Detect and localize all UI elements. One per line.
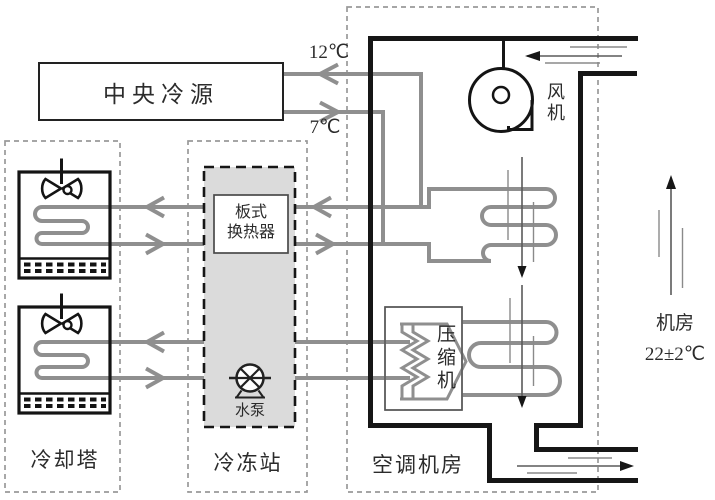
flow-arrow-left-12c xyxy=(315,62,339,86)
pump-base xyxy=(235,389,265,399)
compressor-pennant xyxy=(400,322,468,401)
fan-icon xyxy=(468,67,534,133)
compressor-box-border xyxy=(384,306,463,411)
pump-label: 水泵 xyxy=(234,403,265,419)
zone-chiller-station-label: 冷冻站 xyxy=(213,451,283,475)
coil1-downflow-arrowhead xyxy=(517,266,527,278)
room-air-rise-arrowhead xyxy=(666,175,676,189)
compressor-zigzag-right xyxy=(410,324,431,399)
tower2-fan-hub xyxy=(62,319,73,331)
ahu-ducts xyxy=(368,36,638,483)
fan-label: 风机 xyxy=(545,82,565,124)
zone-ahu-room-label: 空调机房 xyxy=(372,453,464,477)
flow-arrow-to-tower2 xyxy=(142,330,165,354)
tower1-fan-blade-right xyxy=(60,177,83,200)
zone-boundaries xyxy=(4,6,599,493)
flow-arrow-from-tower2 xyxy=(145,366,168,390)
condenser-circuit-2 xyxy=(33,340,410,380)
cooling-coil-2 xyxy=(462,320,562,397)
air-inlet-hatch xyxy=(545,46,627,64)
heat-exchanger-label: 板式 换热器 xyxy=(214,203,288,242)
fan-hub xyxy=(491,85,511,105)
return-temp-label: 12℃ xyxy=(308,42,350,63)
airflow-arrows xyxy=(507,46,684,474)
coil1-downflow-hatch xyxy=(507,170,535,262)
heat-exchanger-label-line1: 板式 xyxy=(234,204,267,221)
water-pipes xyxy=(33,62,562,397)
air-outlet-hatch xyxy=(527,457,612,474)
tower2-fan-blade-right xyxy=(60,312,83,335)
zone-ahu-room-boundary xyxy=(346,6,599,493)
fan-outlet-foot xyxy=(507,100,534,131)
tower2-fan-blade-left xyxy=(40,312,64,335)
flow-arrow-from-tower1 xyxy=(145,232,168,256)
compressor-symbol xyxy=(384,306,468,411)
room-condition-line1: 机房 xyxy=(655,313,694,334)
plate-heat-exchanger-box xyxy=(213,194,289,254)
cooling-tower-1 xyxy=(17,170,112,280)
room-condition-line2: 22±2℃ xyxy=(644,344,706,365)
flow-arrow-into-hx xyxy=(309,195,332,219)
zone-cooling-tower-label: 冷却塔 xyxy=(30,448,100,472)
duct-inner-wall xyxy=(534,71,638,452)
zone-cooling-tower-boundary xyxy=(4,140,121,493)
room-air-rise-hatch xyxy=(658,210,684,288)
air-inlet-arrowhead xyxy=(525,51,540,61)
flow-arrow-from-hx xyxy=(315,232,338,256)
central-source-box xyxy=(38,62,284,121)
compressor-zigzag-left xyxy=(399,324,420,399)
tower1-fan-hub xyxy=(62,184,73,196)
pump-impeller xyxy=(237,368,263,388)
coil2-downflow-hatch xyxy=(509,298,535,386)
tower1-grille xyxy=(24,262,106,273)
flow-arrow-to-tower1 xyxy=(142,195,165,219)
tower1-fan-blade-left xyxy=(40,177,64,200)
duct-outer-wall xyxy=(368,36,638,483)
air-outlet-arrowhead xyxy=(620,461,634,471)
central-source-label: 中央冷源 xyxy=(103,81,219,107)
heat-exchanger-label-line2: 换热器 xyxy=(226,223,275,241)
coil2-downflow-arrowhead xyxy=(517,396,527,408)
water-pump-icon xyxy=(229,363,271,399)
tower2-grille xyxy=(24,397,106,408)
cooling-tower-2 xyxy=(17,305,112,415)
compressor-label: 压缩机 xyxy=(434,324,455,393)
room-condition-note: 机房 22±2℃ xyxy=(633,308,715,370)
flow-arrow-right-7c xyxy=(319,100,343,124)
condenser-circuit-1 xyxy=(33,187,558,263)
cooling-towers xyxy=(17,158,112,415)
supply-temp-label: 7℃ xyxy=(309,117,341,138)
